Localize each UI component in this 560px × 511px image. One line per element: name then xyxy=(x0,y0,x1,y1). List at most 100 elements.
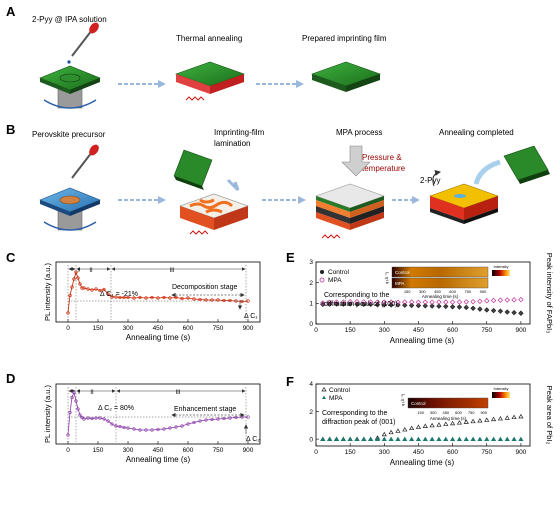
d-point xyxy=(156,427,160,432)
e-control-point xyxy=(402,302,408,308)
c-point xyxy=(98,288,102,293)
d-point xyxy=(192,420,196,425)
f-control-point xyxy=(497,415,504,421)
c-point xyxy=(144,296,148,300)
completed-film xyxy=(429,145,550,224)
pressure-label-2: temperature xyxy=(362,164,406,173)
c-point xyxy=(216,298,220,302)
process-arrow-b1-icon xyxy=(118,196,166,204)
d-point xyxy=(70,395,74,400)
legend-e-mpa: MPA xyxy=(328,277,342,284)
c-point xyxy=(94,287,98,291)
chart-f-ylabel: Peak area of PbI₂ xyxy=(545,386,554,445)
step-b1-label: Perovskite precursor xyxy=(32,130,106,139)
e-control-point xyxy=(477,306,483,312)
f-inset-ticks-label: 900 xyxy=(480,410,487,415)
legend-e-control: Control xyxy=(328,269,350,276)
e-control-point xyxy=(518,310,524,316)
e-control-point xyxy=(456,304,463,310)
d-point xyxy=(198,419,202,423)
e-control-point xyxy=(504,309,510,315)
d-point xyxy=(126,426,130,430)
f-x-tick-label: 0 xyxy=(314,449,318,456)
panel-label-e: E xyxy=(286,250,295,265)
chart-d-region-1: I xyxy=(78,390,80,396)
chart-f-series xyxy=(320,413,524,442)
chart-c-delta-annotation: Δ C₁ = -21% xyxy=(100,291,138,298)
chart-f-annotation-line2: diffraction peak of (001) xyxy=(322,419,395,426)
f-control-point xyxy=(409,425,415,431)
f-mpa-point xyxy=(429,436,435,442)
d-point xyxy=(204,418,208,422)
f-mpa-point xyxy=(333,436,340,442)
f-control-point xyxy=(449,420,456,426)
d-point xyxy=(174,425,178,429)
e-mpa-point xyxy=(477,298,483,304)
chart-e-annotation: Corresponding to the diffraction peak of… xyxy=(324,292,397,308)
c-point xyxy=(114,295,118,299)
f-control-point xyxy=(477,418,483,423)
f-control-point xyxy=(422,423,428,428)
d-point xyxy=(68,410,72,415)
f-control-point xyxy=(470,418,476,424)
e-mpa-point xyxy=(367,299,374,305)
f-mpa-point xyxy=(415,436,422,442)
chart-d-series xyxy=(66,390,250,437)
f-inset-ticks-label: 300 xyxy=(430,410,437,415)
f-control-point xyxy=(484,417,490,422)
d-point xyxy=(210,417,214,422)
chart-d-delta-annotation: Δ C₂ = 80% xyxy=(98,405,134,412)
chart-d-ylabel: PL intensity (a.u.) xyxy=(43,384,52,443)
c-point xyxy=(90,288,94,292)
f-control-point xyxy=(436,422,442,427)
d-x-tick-label: 0 xyxy=(66,447,70,454)
c-point xyxy=(122,295,126,300)
inset-e-mpa-label: MPA xyxy=(395,281,404,286)
chart-d-frame xyxy=(55,383,261,445)
c-point xyxy=(80,286,84,290)
inset-e-colorbar xyxy=(492,270,510,276)
f-y-tick-label: 0 xyxy=(309,436,313,443)
c-point xyxy=(106,292,110,296)
inset-e-control-label: Control xyxy=(395,270,410,275)
f-control-point xyxy=(429,422,435,428)
inset-f-ylabel: q (Å⁻¹) xyxy=(400,393,405,406)
imprinting-film-a xyxy=(311,61,381,92)
e-inset-ticks-label: 300 xyxy=(419,289,426,294)
f-control-point xyxy=(463,419,469,424)
c-point xyxy=(82,286,86,290)
chart-d-stage-annotation: Enhancement stage xyxy=(174,406,236,413)
mpa-press-stack xyxy=(315,145,385,239)
c-point xyxy=(110,295,114,299)
f-mpa-point xyxy=(463,436,469,442)
pressure-label-1: Pressure & xyxy=(362,153,402,162)
d-point xyxy=(138,428,142,432)
d-point xyxy=(180,424,184,428)
f-mpa-point xyxy=(320,436,326,442)
f-control-point xyxy=(415,424,422,429)
c-x-tick-label: 300 xyxy=(123,325,134,332)
d-point xyxy=(102,417,106,421)
e-control-point xyxy=(449,304,456,310)
c-x-tick-label: 600 xyxy=(183,325,194,332)
e-mpa-point xyxy=(449,299,456,305)
c-point xyxy=(150,295,154,300)
inset-e-xlabel: Annealing time (s) xyxy=(422,294,459,299)
c-point xyxy=(246,299,250,303)
legend-f-control: Control xyxy=(329,387,351,394)
panel-label-f: F xyxy=(286,374,294,389)
inset-f-control-label: Control xyxy=(411,401,426,406)
e-mpa-point xyxy=(333,299,340,305)
d-point xyxy=(72,390,76,395)
f-mpa-point xyxy=(347,436,353,442)
c-point xyxy=(78,282,82,286)
e-mpa-point xyxy=(347,298,353,305)
d-point xyxy=(76,407,80,411)
c-point xyxy=(70,285,74,289)
c-point xyxy=(66,311,70,315)
chart-e-ylabel: Peak intensity of FAPbI₃ xyxy=(545,253,554,334)
f-x-tick-label: 150 xyxy=(345,449,356,456)
e-control-point xyxy=(436,303,442,309)
